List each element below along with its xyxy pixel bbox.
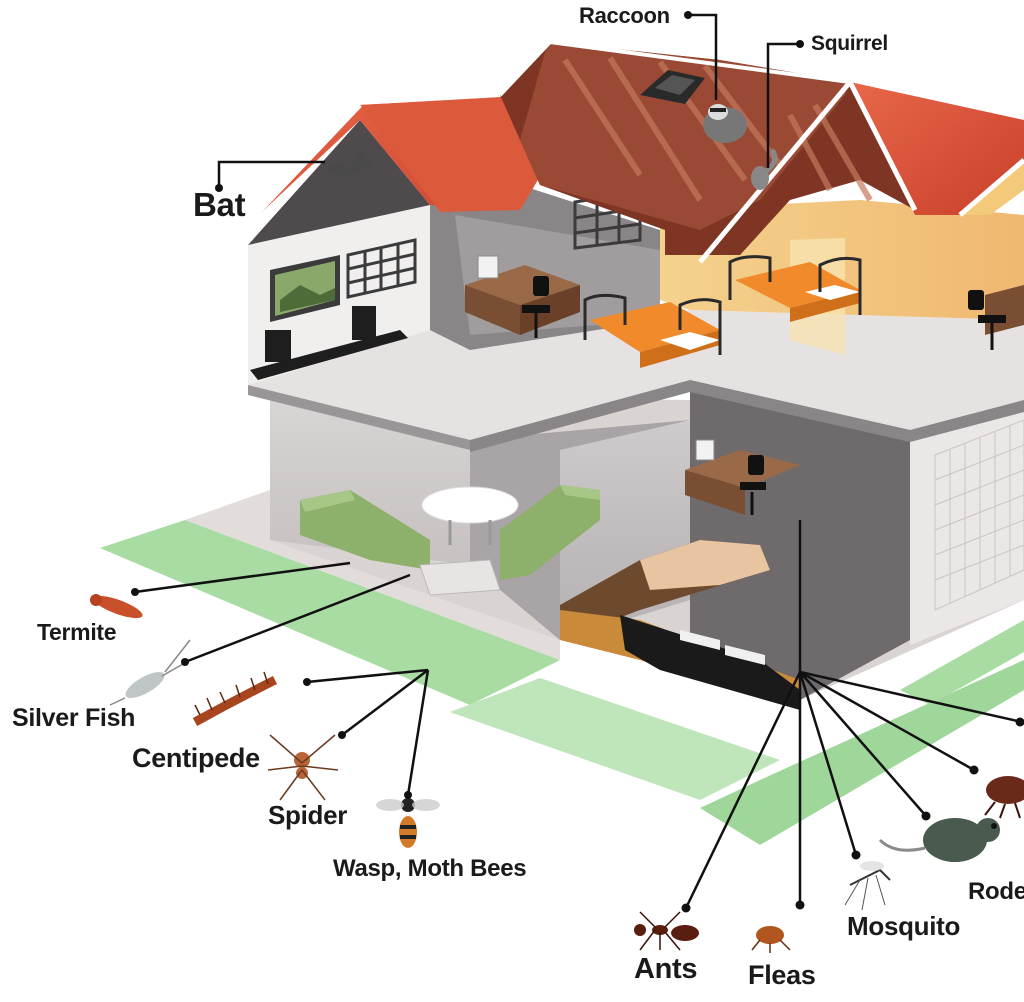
ant-icon <box>634 911 699 951</box>
bed-back <box>728 255 862 322</box>
tv <box>270 255 340 322</box>
cockroach-icon <box>984 776 1024 819</box>
bat-icon <box>325 150 372 178</box>
silverfish-icon <box>109 639 191 706</box>
label-ants: Ants <box>634 953 698 985</box>
label-centipede: Centipede <box>132 743 260 773</box>
kitchen-counter <box>560 540 800 710</box>
centipede-icon <box>192 671 278 726</box>
label-bat: Bat <box>193 186 246 223</box>
window-left <box>346 238 417 299</box>
rodent-icon <box>878 818 1000 862</box>
glass-block-wall <box>934 419 1024 611</box>
label-fleas: Fleas <box>748 960 816 990</box>
ground-desk <box>685 439 800 515</box>
leader-lines <box>134 13 1023 909</box>
label-silver-fish: Silver Fish <box>12 704 136 732</box>
table <box>421 486 519 545</box>
label-spider: Spider <box>268 800 348 830</box>
label-squirrel: Squirrel <box>811 32 888 55</box>
bed-front <box>583 293 722 368</box>
mosquito-icon <box>844 861 891 911</box>
flea-icon <box>751 926 791 953</box>
spider-icon <box>267 734 339 801</box>
speakers <box>250 306 408 380</box>
raccoon-icon <box>703 104 747 143</box>
roof-vent <box>640 70 705 104</box>
label-mosquito: Mosquito <box>847 911 961 941</box>
label-termite: Termite <box>37 619 117 645</box>
sofa <box>300 485 600 580</box>
leader-dots <box>131 11 1024 913</box>
ottoman <box>419 559 501 596</box>
upper-desk-left <box>465 255 580 338</box>
upper-desk-right <box>968 285 1024 350</box>
wasp-icon <box>376 798 440 848</box>
squirrel-icon <box>751 148 778 190</box>
label-wasp-moth-bees: Wasp, Moth Bees <box>333 855 527 882</box>
label-rodents: Rode <box>968 878 1024 905</box>
label-raccoon: Raccoon <box>579 3 670 28</box>
termite-icon <box>90 594 143 619</box>
